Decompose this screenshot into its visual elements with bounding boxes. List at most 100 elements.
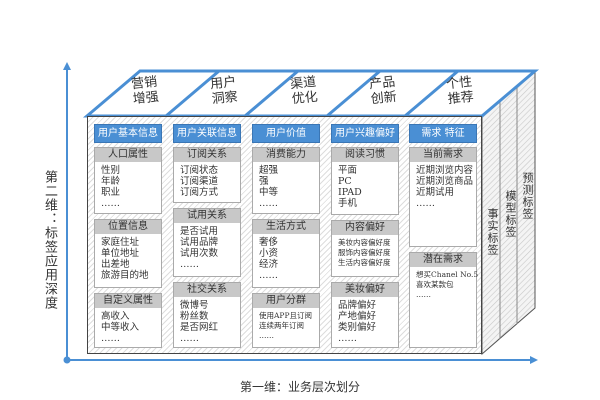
tag-item: 近期试用 (416, 187, 455, 198)
tag-group: 美妆偏好品牌偏好产地偏好类别偏好…… (331, 282, 399, 348)
top-divider (165, 69, 220, 118)
tag-group-title: 试用关系 (174, 209, 240, 223)
tag-group-title: 社交关系 (174, 283, 240, 297)
top-label: 营销 增强 (130, 74, 160, 108)
tag-item: 出差地 (101, 259, 130, 270)
tag-item: 单位地址 (101, 248, 140, 259)
tag-item: 手机 (338, 198, 358, 209)
tag-item: …… (180, 333, 199, 344)
tag-item: 订阅渠道 (180, 176, 219, 187)
tag-item: 近期浏览商品 (416, 176, 474, 187)
tag-group: 当前需求近期浏览内容近期浏览商品近期试用…… (409, 147, 477, 247)
tag-group-title: 潜在需求 (410, 253, 476, 267)
top-label: 产品 创新 (368, 74, 398, 108)
tag-group: 自定义属性高收入中等收入…… (94, 293, 162, 348)
tag-item: 中等收入 (101, 322, 140, 333)
tag-item: 旅游目的地 (101, 270, 149, 281)
front-face: 用户基本信息人口属性性别年龄职业……位置信息家庭住址单位地址出差地旅游目的地自定… (87, 116, 482, 354)
tag-item: …… (259, 270, 278, 281)
top-label: 渠道 优化 (289, 74, 319, 108)
tag-item: 年龄 (101, 176, 121, 187)
tag-item: 类别偏好 (338, 322, 377, 333)
tag-group: 社交关系微博号粉丝数是否网红…… (173, 282, 241, 348)
column-header: 用户基本信息 (94, 124, 162, 143)
tag-group: 内容偏好美妆内容偏好度服饰内容偏好度生活内容偏好度 (331, 220, 399, 277)
layer-label-predict: 预测标签 (521, 172, 534, 220)
tag-item: 美妆内容偏好度 (338, 238, 391, 247)
tag-item: 连续两年订阅 (259, 321, 304, 330)
tag-item: …… (259, 331, 274, 340)
tag-item: 职业 (101, 187, 121, 198)
tag-item: 微博号 (180, 300, 209, 311)
tag-item: 超强 (259, 165, 279, 176)
tag-group: 人口属性性别年龄职业…… (94, 147, 162, 214)
x-axis-arrow-icon (530, 356, 538, 364)
tag-item: 中等 (259, 187, 279, 198)
tag-item: IPAD (338, 187, 362, 198)
tag-item: 小资 (259, 248, 279, 259)
y-axis-label: 第二维：标签应用深度 (42, 170, 57, 310)
tag-group: 消费能力超强强中等…… (252, 147, 320, 214)
tag-item: PC (338, 176, 352, 187)
tag-item: 试用品牌 (180, 237, 219, 248)
tag-group-title: 阅读习惯 (332, 148, 398, 162)
tag-item: 订阅状态 (180, 165, 219, 176)
tag-item: 喜欢某款包 (416, 280, 454, 289)
tag-item: …… (416, 290, 431, 299)
tag-item: 平面 (338, 165, 358, 176)
tag-item: 服饰内容偏好度 (338, 248, 391, 257)
column-header: 用户兴趣偏好 (331, 124, 399, 143)
tag-item: 奢侈 (259, 237, 279, 248)
tag-group: 订阅关系订阅状态订阅渠道订阅方式 (173, 147, 241, 203)
column-header: 用户关联信息 (173, 124, 241, 143)
tag-item: 想买Chanel No.5 (416, 270, 479, 279)
layer-label-fact: 事实标签 (486, 208, 499, 256)
tag-group-title: 内容偏好 (332, 221, 398, 235)
tag-group-title: 美妆偏好 (332, 283, 398, 297)
top-divider (244, 69, 299, 118)
layer-label-model: 模型标签 (504, 190, 517, 238)
tag-item: 品牌偏好 (338, 300, 377, 311)
tag-item: 生活内容偏好度 (338, 258, 391, 267)
tag-group-title: 生活方式 (253, 220, 319, 234)
tag-item: 试用次数 (180, 248, 219, 259)
tag-group: 试用关系是否试用试用品牌试用次数…… (173, 208, 241, 277)
tag-group-title: 消费能力 (253, 148, 319, 162)
tag-item: …… (259, 198, 278, 209)
tag-group-title: 订阅关系 (174, 148, 240, 162)
x-axis-label: 第一维：业务层次划分 (239, 380, 360, 394)
tag-group-title: 位置信息 (95, 220, 161, 234)
tag-item: 使用APP且订阅 (259, 311, 313, 320)
top-divider (404, 69, 459, 118)
tag-item: …… (180, 259, 199, 270)
tag-item: 强 (259, 176, 269, 187)
tag-item: …… (101, 198, 120, 209)
tag-item: 是否试用 (180, 226, 219, 237)
tag-group: 位置信息家庭住址单位地址出差地旅游目的地 (94, 219, 162, 288)
top-label: 个性 推荐 (445, 74, 475, 108)
column-header: 用户价值 (252, 124, 320, 143)
tag-item: 近期浏览内容 (416, 165, 474, 176)
tag-item: 高收入 (101, 311, 130, 322)
tag-group-title: 自定义属性 (95, 294, 161, 308)
tag-item: 性别 (101, 165, 121, 176)
tag-item: …… (101, 333, 120, 344)
tag-item: 是否网红 (180, 322, 219, 333)
axis-origin (63, 356, 71, 364)
tag-item: …… (338, 333, 357, 344)
top-label: 用户 洞察 (209, 74, 239, 108)
tag-group-title: 用户分群 (253, 294, 319, 308)
tag-item: 粉丝数 (180, 311, 209, 322)
column-header: 需求 特征 (409, 124, 477, 143)
top-divider (326, 69, 381, 118)
tag-group: 生活方式奢侈小资经济…… (252, 219, 320, 288)
tag-item: 家庭住址 (101, 237, 140, 248)
tag-group: 用户分群使用APP且订阅连续两年订阅…… (252, 293, 320, 348)
tag-group-title: 人口属性 (95, 148, 161, 162)
tag-item: …… (416, 198, 435, 209)
tag-group-title: 当前需求 (410, 148, 476, 162)
